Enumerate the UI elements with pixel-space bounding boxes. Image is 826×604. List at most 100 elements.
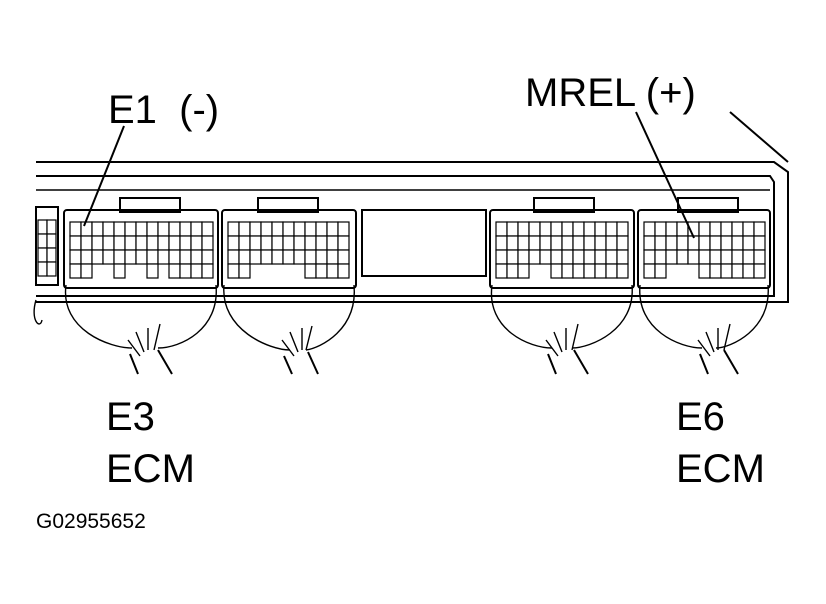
connector-pin xyxy=(91,249,104,265)
connector-pin xyxy=(201,235,214,251)
connector-pin xyxy=(572,221,585,237)
connector-pin xyxy=(572,263,585,279)
connector-pin xyxy=(282,249,295,265)
connector-pin xyxy=(643,249,656,265)
connector-pin xyxy=(605,249,618,265)
connector-pin xyxy=(146,263,159,279)
label-ecm-right: ECM xyxy=(676,447,765,491)
connector-pin xyxy=(506,263,519,279)
connector-pin xyxy=(157,221,170,237)
connector-pin xyxy=(190,249,203,265)
connector-e6 xyxy=(637,197,771,289)
label-e6: E6 xyxy=(676,395,725,439)
connector-pin xyxy=(720,263,733,279)
connector-pin xyxy=(561,235,574,251)
connector-pin xyxy=(304,235,317,251)
connector-pin xyxy=(643,221,656,237)
connector-pin xyxy=(46,233,57,249)
connector-pin xyxy=(271,249,284,265)
connector-pin xyxy=(742,221,755,237)
connector-pin xyxy=(550,249,563,265)
connector-pin xyxy=(698,235,711,251)
connector-pin xyxy=(124,249,137,265)
connector-pin xyxy=(69,235,82,251)
connector-pin xyxy=(583,235,596,251)
connector-partial-left xyxy=(35,206,59,286)
connector-pin xyxy=(561,263,574,279)
connector-pin xyxy=(605,263,618,279)
connector-pin xyxy=(654,263,667,279)
connector-middle-right xyxy=(489,197,635,289)
connector-pin xyxy=(326,235,339,251)
connector-pin xyxy=(46,261,57,277)
connector-pin xyxy=(665,249,678,265)
connector-pin xyxy=(517,221,530,237)
connector-pin xyxy=(687,249,700,265)
connector-pin xyxy=(326,249,339,265)
connector-pin xyxy=(594,249,607,265)
connector-pin xyxy=(168,221,181,237)
connector-pin xyxy=(665,235,678,251)
connector-pin xyxy=(720,235,733,251)
connector-pin xyxy=(293,235,306,251)
connector-pin xyxy=(539,221,552,237)
connector-pin xyxy=(46,247,57,263)
connector-pin xyxy=(260,249,273,265)
connector-pin xyxy=(168,249,181,265)
connector-pin xyxy=(46,219,57,235)
connector-pin xyxy=(550,235,563,251)
connector-pin xyxy=(102,235,115,251)
connector-pin xyxy=(113,263,126,279)
connector-pin xyxy=(179,249,192,265)
connector-pin xyxy=(227,263,240,279)
connector-pin xyxy=(91,235,104,251)
connector-pin xyxy=(583,263,596,279)
label-e1: E1 (-) xyxy=(108,88,219,132)
connector-pin xyxy=(80,249,93,265)
connector-pin xyxy=(315,249,328,265)
connector-pin xyxy=(113,249,126,265)
connector-pin xyxy=(572,249,585,265)
connector-pin xyxy=(698,249,711,265)
connector-pin xyxy=(179,263,192,279)
wire-bundles xyxy=(127,323,739,375)
connector-pin xyxy=(201,221,214,237)
leader-mrel xyxy=(635,111,695,239)
connector-pin xyxy=(517,263,530,279)
connector-pin xyxy=(337,263,350,279)
connector-pin xyxy=(550,221,563,237)
connector-pin xyxy=(69,249,82,265)
connector-pin xyxy=(753,263,766,279)
connector-pin xyxy=(742,249,755,265)
connector-pin xyxy=(238,221,251,237)
connector-pin xyxy=(326,221,339,237)
connector-pin xyxy=(517,249,530,265)
connector-pin xyxy=(102,221,115,237)
connector-pin xyxy=(102,249,115,265)
connector-pin xyxy=(561,249,574,265)
connector-pin xyxy=(227,249,240,265)
connector-pin xyxy=(616,263,629,279)
connector-pin xyxy=(69,221,82,237)
connector-pin xyxy=(304,263,317,279)
connector-pin xyxy=(616,249,629,265)
connector-pin xyxy=(337,235,350,251)
connector-pin xyxy=(550,263,563,279)
connector-pin xyxy=(179,221,192,237)
connector-pin xyxy=(594,235,607,251)
connector-pin xyxy=(742,235,755,251)
connector-pin xyxy=(506,249,519,265)
connector-middle-left xyxy=(221,197,357,289)
connector-pin xyxy=(238,235,251,251)
ecm-housing xyxy=(36,111,789,303)
connector-pin xyxy=(665,221,678,237)
connector-pin xyxy=(572,235,585,251)
connector-pin xyxy=(124,221,137,237)
connector-pin xyxy=(227,221,240,237)
connector-pin xyxy=(720,249,733,265)
connector-pin xyxy=(709,235,722,251)
connector-pin xyxy=(561,221,574,237)
connector-pin xyxy=(753,249,766,265)
connector-pin xyxy=(190,263,203,279)
connector-pin xyxy=(676,249,689,265)
